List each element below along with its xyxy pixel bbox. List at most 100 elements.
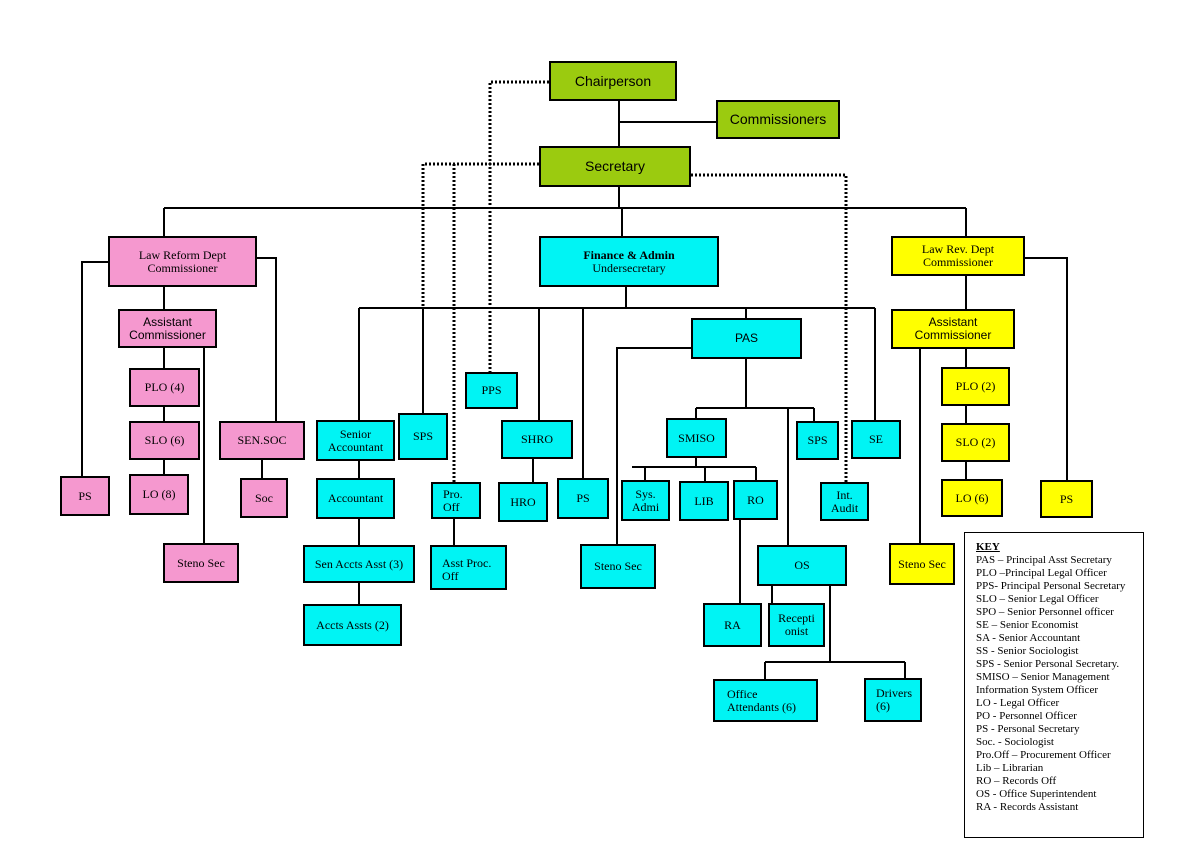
key-legend: KEY PAS – Principal Asst Secretary PLO –… <box>964 532 1144 838</box>
ro-box: RO <box>733 480 778 520</box>
key-item: Pro.Off – Procurement Officer <box>976 749 1111 761</box>
asst-proc-off-box: Asst Proc. Off <box>430 545 507 590</box>
key-item: SLO – Senior Legal Officer <box>976 593 1099 605</box>
sps-left-box: SPS <box>398 413 448 460</box>
soc-label: Soc <box>255 490 273 505</box>
int-audit-label: Int. Audit <box>830 487 859 515</box>
drivers-box: Drivers (6) <box>864 678 922 722</box>
law-rev-commissioner-box: Law Rev. Dept Commissioner <box>891 236 1025 276</box>
key-item: SA - Senior Accountant <box>976 632 1081 644</box>
lib-box: LIB <box>679 481 729 521</box>
accts-assts-label: Accts Assts (2) <box>316 617 389 632</box>
pps-box: PPS <box>465 372 518 409</box>
lib-label: LIB <box>694 493 714 508</box>
key-item: SMISO – Senior Management <box>976 671 1110 683</box>
ps-right-box: PS <box>1040 480 1093 518</box>
key-item: RA - Records Assistant <box>976 801 1079 813</box>
asst-proc-off-label: Asst Proc. Off <box>442 556 492 583</box>
ro-label: RO <box>747 492 764 507</box>
key-item: Soc. - Sociologist <box>976 736 1054 748</box>
se-box: SE <box>851 420 901 459</box>
shro-label: SHRO <box>520 432 553 446</box>
steno-sec-mid-label: Steno Sec <box>594 559 642 573</box>
steno-sec-mid-box: Steno Sec <box>580 544 656 589</box>
key-item: PS - Personal Secretary <box>976 723 1080 735</box>
ps-left-box: PS <box>60 476 110 516</box>
se-label: SE <box>868 432 883 446</box>
key-item: LO - Legal Officer <box>976 697 1060 709</box>
slo-left-label: SLO (6) <box>144 433 185 447</box>
steno-sec-left-box: Steno Sec <box>163 543 239 583</box>
pro-off-box: Pro. Off <box>431 482 481 519</box>
slo-right-label: SLO (2) <box>955 435 996 449</box>
key-title: KEY <box>976 541 1000 553</box>
assistant-commissioner-right-box: Assistant Commissioner <box>891 309 1015 349</box>
drivers-label: Drivers (6) <box>876 686 912 713</box>
accountant-label: Accountant <box>327 491 384 505</box>
sys-admi-label: Sys. Admi <box>631 486 660 514</box>
soc-box: Soc <box>240 478 288 518</box>
key-item: Lib – Librarian <box>976 762 1044 774</box>
hro-box: HRO <box>498 482 548 522</box>
steno-sec-right-label: Steno Sec <box>898 556 946 571</box>
dotted-connectors <box>421 80 848 482</box>
key-item: SPO – Senior Personnel officer <box>976 606 1114 618</box>
hro-label: HRO <box>510 494 536 509</box>
law-rev-commissioner-label: Law Rev. Dept Commissioner <box>921 242 995 269</box>
law-reform-commissioner-box: Law Reform Dept Commissioner <box>108 236 257 287</box>
receptionist-label: Recepti onist <box>778 611 815 638</box>
sps-left-label: SPS <box>412 429 434 443</box>
commissioners-label: Commissioners <box>729 111 827 127</box>
assistant-commissioner-left-label: Assistant Commissioner <box>129 314 206 342</box>
law-reform-commissioner-label: Law Reform Dept Commissioner <box>138 247 227 275</box>
chairperson-box: Chairperson <box>549 61 677 101</box>
plo-right-label: PLO (2) <box>955 379 996 393</box>
lo-left-label: LO (8) <box>142 487 176 501</box>
sen-soc-box: SEN.SOC <box>219 421 305 460</box>
pro-off-label: Pro. Off <box>443 487 463 514</box>
key-item: PPS- Principal Personal Secretary <box>976 580 1126 592</box>
sps-right-box: SPS <box>796 421 839 460</box>
lo-right-box: LO (6) <box>941 479 1003 517</box>
finance-admin-box: Finance & Admin Undersecretary <box>539 236 719 287</box>
slo-left-box: SLO (6) <box>129 421 200 460</box>
senior-accountant-box: Senior Accountant <box>316 420 395 461</box>
key-item: PAS – Principal Asst Secretary <box>976 554 1112 566</box>
key-item: SE – Senior Economist <box>976 619 1079 631</box>
plo-right-box: PLO (2) <box>941 367 1010 406</box>
receptionist-box: Recepti onist <box>768 603 825 647</box>
key-item: PLO –Principal Legal Officer <box>976 567 1107 579</box>
assistant-commissioner-right-label: Assistant Commissioner <box>914 315 992 342</box>
ps-right-label: PS <box>1059 491 1074 506</box>
plo-left-box: PLO (4) <box>129 368 200 407</box>
pps-label: PPS <box>481 383 502 397</box>
slo-right-box: SLO (2) <box>941 423 1010 462</box>
steno-sec-right-box: Steno Sec <box>889 543 955 585</box>
finance-admin-subtitle: Undersecretary <box>592 260 666 275</box>
ps-mid-box: PS <box>557 478 609 519</box>
ra-box: RA <box>703 603 762 647</box>
finance-admin-title: Finance & Admin <box>583 247 675 262</box>
key-item: SPS - Senior Personal Secretary. <box>976 658 1120 670</box>
ra-label: RA <box>724 617 741 632</box>
accts-assts-box: Accts Assts (2) <box>303 604 402 646</box>
smiso-box: SMISO <box>666 418 727 458</box>
pas-box: PAS <box>691 318 802 359</box>
key-item: SS - Senior Sociologist <box>976 645 1079 657</box>
office-attendants-label: Office Attendants (6) <box>727 687 796 714</box>
chairperson-label: Chairperson <box>574 72 652 89</box>
office-attendants-box: Office Attendants (6) <box>713 679 818 722</box>
solid-connectors <box>81 100 1068 680</box>
lo-right-label: LO (6) <box>955 490 989 505</box>
key-item: RO – Records Off <box>976 775 1057 787</box>
sps-right-label: SPS <box>807 433 828 447</box>
ps-left-label: PS <box>78 488 92 503</box>
int-audit-box: Int. Audit <box>820 482 869 521</box>
commissioners-box: Commissioners <box>716 100 840 139</box>
os-label: OS <box>794 558 810 572</box>
sen-soc-label: SEN.SOC <box>237 433 287 447</box>
lo-left-box: LO (8) <box>129 474 189 515</box>
secretary-box: Secretary <box>539 146 691 187</box>
sen-accts-asst-box: Sen Accts Asst (3) <box>303 545 415 583</box>
smiso-label: SMISO <box>678 430 715 445</box>
